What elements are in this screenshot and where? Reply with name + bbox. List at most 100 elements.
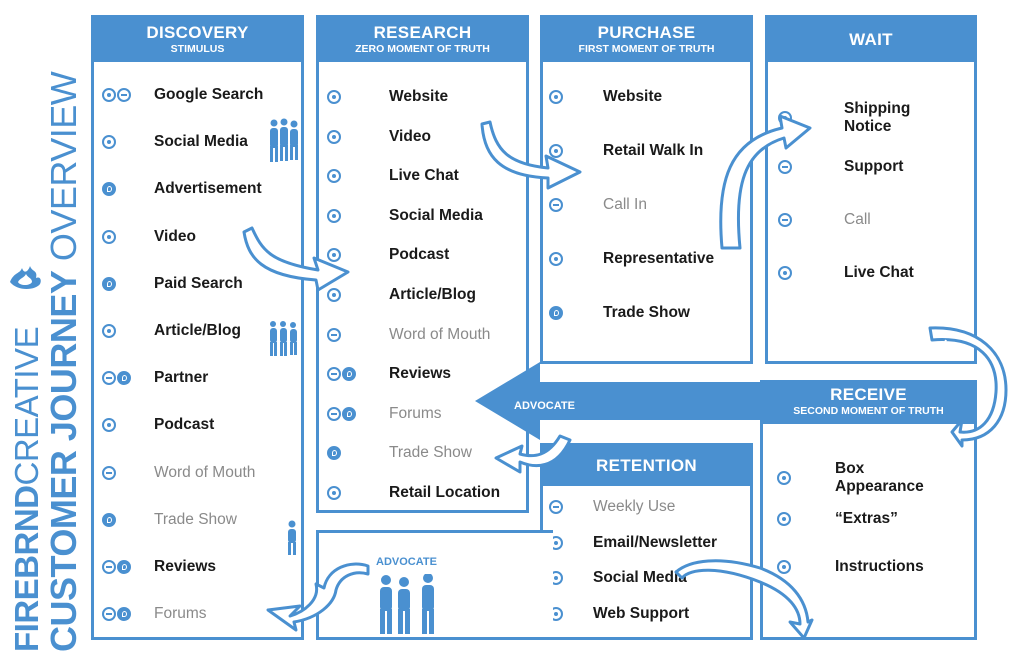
earned-media-icon — [117, 88, 131, 102]
receive-item: “Extras” — [777, 510, 955, 528]
people-group-icon — [270, 118, 298, 162]
discovery-item-label: Advertisement — [154, 180, 262, 198]
advocate-people-icon — [380, 574, 434, 634]
brand-company: FIREBRNDCREATIVE — [8, 12, 45, 652]
paid-media-icon — [342, 367, 356, 382]
discovery-item-label: Podcast — [154, 416, 215, 434]
media-type-icons — [102, 465, 146, 480]
owned-media-icon — [327, 486, 341, 500]
discovery-item: Forums — [102, 605, 207, 623]
retention-item-label: Social Media — [593, 569, 687, 586]
flame-logo-icon — [10, 266, 41, 289]
owned-media-icon — [102, 324, 116, 338]
wait-header: WAIT — [768, 18, 974, 62]
media-type-icons — [102, 229, 146, 244]
owned-media-icon — [777, 471, 791, 485]
media-type-icons — [777, 560, 821, 574]
research-item: Video — [327, 128, 431, 146]
receive-title: RECEIVE — [830, 385, 907, 404]
owned-media-icon — [778, 111, 792, 125]
research-item: Forums — [327, 405, 442, 423]
media-type-icons — [102, 276, 146, 291]
earned-media-icon — [102, 371, 116, 386]
media-type-icons — [549, 535, 593, 550]
wait-item-label: Support — [844, 158, 904, 175]
purchase-title: PURCHASE — [597, 23, 696, 42]
research-item-label: Reviews — [389, 365, 452, 383]
paid-media-icon — [117, 371, 131, 386]
media-type-icons — [549, 198, 593, 212]
research-item-label: Social Media — [389, 206, 483, 224]
retention-item: Web Support — [549, 605, 689, 623]
discovery-item: Advertisement — [102, 180, 262, 198]
earned-media-icon — [327, 367, 341, 382]
owned-media-icon — [327, 248, 341, 263]
paid-media-icon — [117, 607, 131, 622]
wait-item-label: Call — [844, 211, 871, 228]
purchase-item: Retail Walk In — [549, 142, 703, 160]
paid-media-icon — [117, 560, 131, 574]
receive-item-label: Box Appearance — [835, 460, 924, 495]
receive-subtitle: SECOND MOMENT OF TRUTH — [793, 405, 944, 417]
discovery-item-label: Google Search — [154, 86, 264, 103]
research-item-label: Retail Location — [389, 484, 501, 501]
earned-media-icon — [327, 327, 341, 342]
research-item-label: Podcast — [389, 246, 450, 264]
purchase-item-label: Call In — [603, 196, 647, 213]
media-type-icons — [327, 327, 371, 342]
earned-media-icon — [102, 560, 116, 574]
research-item: Live Chat — [327, 167, 459, 185]
media-type-icons — [549, 306, 593, 320]
discovery-item: Article/Blog — [102, 322, 241, 340]
wait-item: Live Chat — [778, 264, 914, 282]
purchase-header: PURCHASE FIRST MOMENT OF TRUTH — [543, 18, 750, 62]
media-type-icons — [777, 471, 821, 485]
paid-media-icon — [102, 182, 116, 197]
research-item: Word of Mouth — [327, 326, 490, 344]
media-type-icons — [102, 371, 146, 386]
media-type-icons — [102, 324, 146, 338]
owned-media-icon — [549, 90, 563, 104]
research-item: Podcast — [327, 246, 449, 264]
people-group-icon-2 — [270, 321, 297, 356]
media-type-icons — [327, 288, 371, 302]
media-type-icons — [778, 266, 822, 280]
research-item: Social Media — [327, 207, 483, 225]
retention-header: RETENTION — [543, 446, 750, 486]
owned-media-icon — [777, 560, 791, 574]
purchase-item: Trade Show — [549, 304, 690, 322]
wait-item: Support — [778, 158, 903, 176]
discovery-item-label: Reviews — [154, 558, 217, 575]
media-type-icons — [102, 418, 146, 433]
purchase-item: Website — [549, 88, 662, 106]
media-type-icons — [327, 486, 371, 500]
media-type-icons — [102, 88, 146, 102]
earned-media-icon — [549, 198, 563, 212]
owned-media-icon — [778, 266, 792, 280]
earned-media-icon — [778, 213, 792, 227]
media-type-icons — [327, 208, 371, 223]
research-item-label: Video — [389, 127, 431, 145]
discovery-item: Word of Mouth — [102, 464, 255, 482]
discovery-item-label: Forums — [154, 605, 207, 623]
media-type-icons — [102, 607, 146, 622]
discovery-subtitle: STIMULUS — [170, 43, 225, 55]
research-item-label: Article/Blog — [389, 286, 476, 303]
retention-item: Email/Newsletter — [549, 534, 717, 552]
discovery-item: Video — [102, 228, 196, 246]
wait-item: Call — [778, 211, 871, 229]
media-type-icons — [327, 248, 371, 263]
media-type-icons — [327, 367, 371, 382]
owned-media-icon — [102, 229, 116, 244]
media-type-icons — [549, 571, 593, 585]
person-icon — [288, 520, 296, 555]
research-item-label: Word of Mouth — [389, 325, 491, 343]
purchase-item-label: Website — [603, 88, 663, 105]
media-type-icons — [549, 144, 593, 158]
earned-media-icon — [327, 406, 341, 421]
media-type-icons — [102, 182, 146, 197]
advocate-bottom-label: ADVOCATE — [376, 556, 437, 568]
